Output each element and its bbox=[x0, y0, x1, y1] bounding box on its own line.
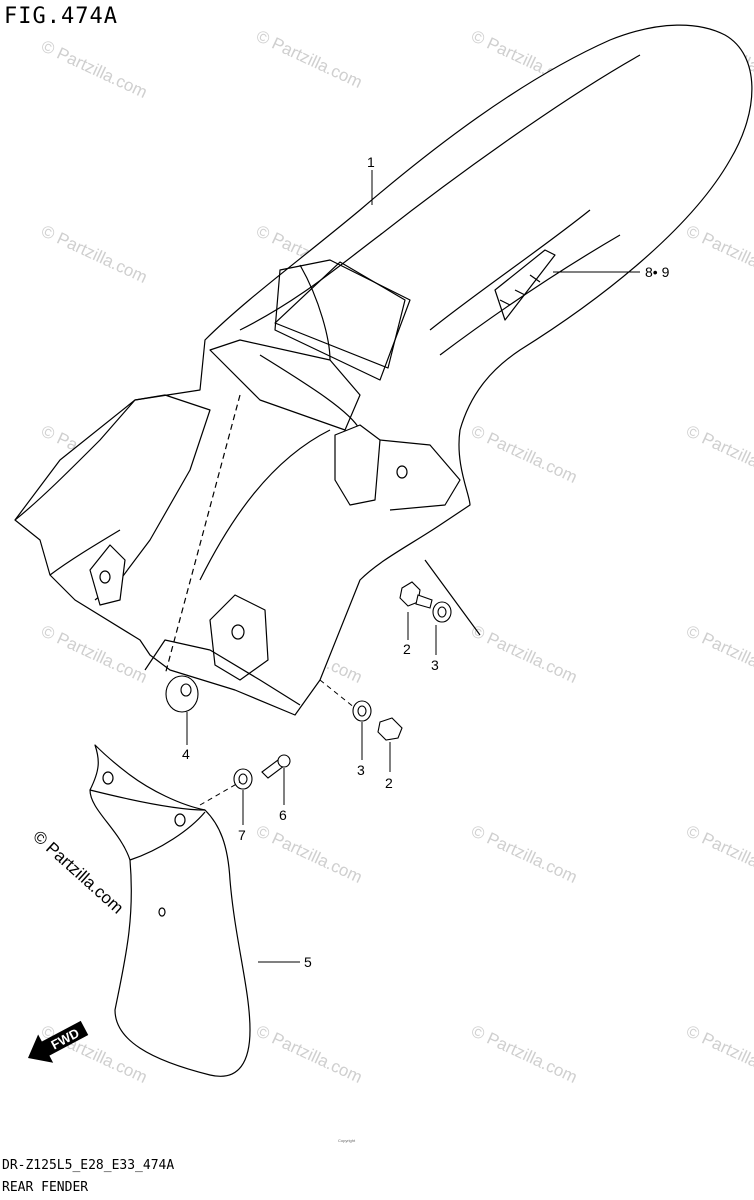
watermark-text: © Partzilla.com bbox=[38, 36, 150, 102]
watermark-text: © Partzilla.com bbox=[683, 621, 754, 687]
watermark-large-text: © Partzilla.com bbox=[29, 827, 127, 918]
model-code: DR-Z125L5_E28_E33_474A bbox=[2, 1158, 175, 1173]
callout-3-lower: 3 bbox=[357, 762, 365, 778]
figure-title: FIG.474A bbox=[4, 4, 118, 29]
watermark-text: © Partzilla.com bbox=[253, 26, 365, 92]
washer-part bbox=[233, 768, 253, 790]
callout-7: 7 bbox=[238, 827, 246, 843]
watermark-text: © Partzilla.com bbox=[683, 1021, 754, 1087]
rear-fender-part bbox=[14, 24, 753, 716]
screw-part bbox=[261, 754, 291, 779]
leader-lines bbox=[186, 170, 640, 963]
callout-1: 1 bbox=[367, 154, 375, 170]
watermark-text: © Partzilla.com bbox=[38, 221, 150, 287]
watermark-text: © Partzilla.com bbox=[468, 421, 580, 487]
washer-part bbox=[432, 601, 452, 623]
callout-4: 4 bbox=[182, 746, 190, 762]
copyright-line: Copyright bbox=[338, 1138, 356, 1143]
watermark-text: © Partzilla.com bbox=[683, 221, 754, 287]
callout-8-9: 8• 9 bbox=[645, 264, 670, 280]
fastener-group bbox=[165, 581, 452, 790]
callout-6: 6 bbox=[279, 807, 287, 823]
bolt-part bbox=[399, 581, 433, 609]
assembly-name: REAR FENDER bbox=[2, 1180, 89, 1195]
grommet-part bbox=[165, 675, 199, 713]
callout-3-upper: 3 bbox=[431, 657, 439, 673]
watermark-text: © Partzilla.com bbox=[253, 821, 365, 887]
watermark-text: © Partzilla.com bbox=[683, 821, 754, 887]
callout-2-upper: 2 bbox=[403, 641, 411, 657]
parts-diagram: © Partzilla.com © Partzilla.com © Partzi… bbox=[14, 24, 754, 1143]
watermark-text: © Partzilla.com bbox=[468, 621, 580, 687]
callout-2-lower: 2 bbox=[385, 775, 393, 791]
watermark-text: © Partzilla.com bbox=[468, 821, 580, 887]
watermark-text: © Partzilla.com bbox=[683, 421, 754, 487]
watermark-text: © Partzilla.com bbox=[253, 1021, 365, 1087]
mud-flap-part bbox=[89, 744, 251, 1077]
bolt-part bbox=[377, 717, 403, 741]
callout-labels: 1 8• 9 2 3 4 3 2 6 7 5 bbox=[182, 154, 670, 970]
watermark-text: © Partzilla.com bbox=[468, 1021, 580, 1087]
callout-5: 5 bbox=[304, 954, 312, 970]
washer-part bbox=[352, 700, 372, 722]
